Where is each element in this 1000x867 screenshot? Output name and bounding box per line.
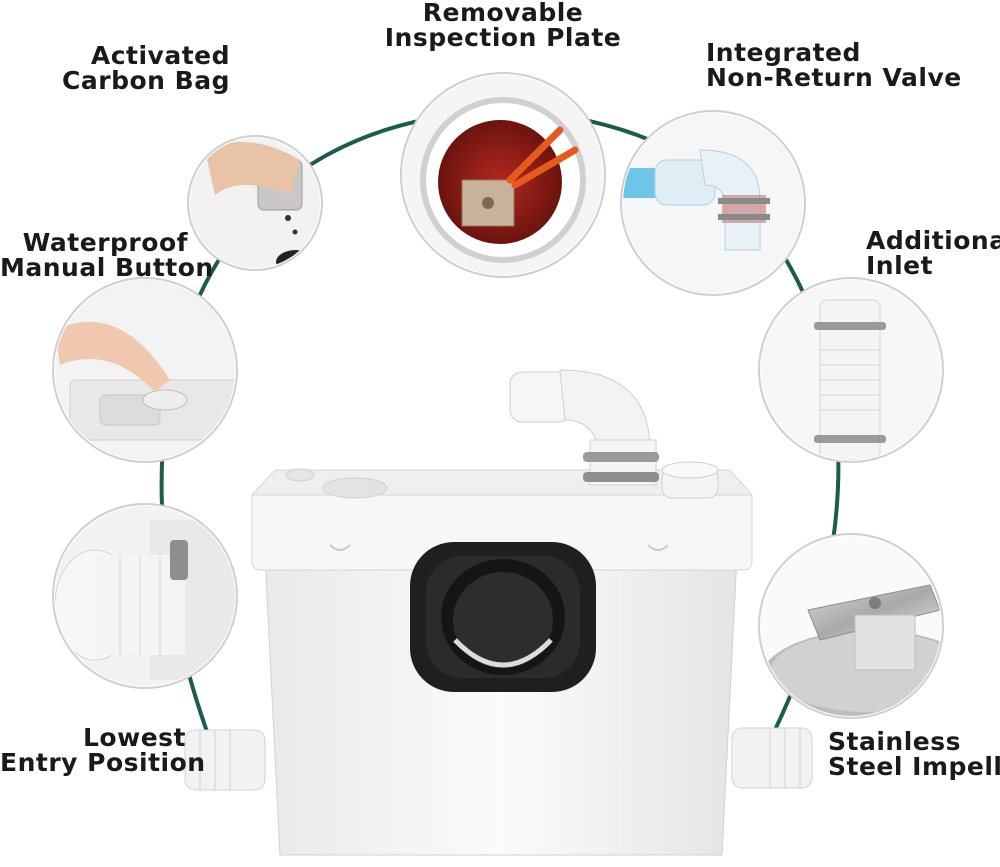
- label-line: Integrated: [706, 38, 861, 67]
- label-line: Inspection Plate: [384, 23, 622, 52]
- label-carbon-bag: Activated Carbon Bag: [60, 43, 230, 93]
- label-line: Removable: [422, 0, 584, 27]
- manual-button-photo: [52, 277, 238, 463]
- entry-position-photo: [52, 503, 238, 689]
- label-line: Activated: [90, 41, 230, 70]
- non-return-valve-photo: [620, 110, 806, 296]
- additional-inlet-photo: [758, 277, 944, 463]
- impeller-photo: [758, 533, 944, 719]
- label-line: Lowest: [83, 723, 186, 752]
- elbow-pipe: [509, 369, 659, 486]
- label-non-return-valve: Integrated Non-Return Valve: [706, 38, 962, 92]
- label-line: Manual Button: [0, 253, 214, 282]
- right-outlet: [731, 727, 813, 789]
- label-inspection-plate: Removable Inspection Plate: [380, 0, 626, 50]
- label-line: Carbon Bag: [62, 66, 230, 95]
- label-line: Non-Return Valve: [706, 63, 962, 92]
- label-line: Entry Position: [0, 748, 206, 777]
- label-line: Steel Impelle: [828, 752, 1000, 781]
- left-outlet: [184, 729, 266, 791]
- label-line: Stainless: [828, 727, 961, 756]
- label-manual-button: Waterproof Manual Button: [0, 228, 214, 282]
- carbon-bag-photo: [187, 135, 323, 271]
- label-additional-inlet: Additional Inlet: [866, 228, 1000, 278]
- label-entry-position: Lowest Entry Position: [0, 723, 206, 777]
- label-line: Additional: [866, 226, 1000, 255]
- label-line: Inlet: [866, 251, 934, 280]
- inspection-plate-photo: [400, 72, 606, 278]
- label-line: Waterproof: [22, 228, 188, 257]
- front-inlet: [410, 542, 596, 692]
- label-impeller: Stainless Steel Impelle: [828, 729, 1000, 779]
- macerator-unit: [184, 369, 813, 856]
